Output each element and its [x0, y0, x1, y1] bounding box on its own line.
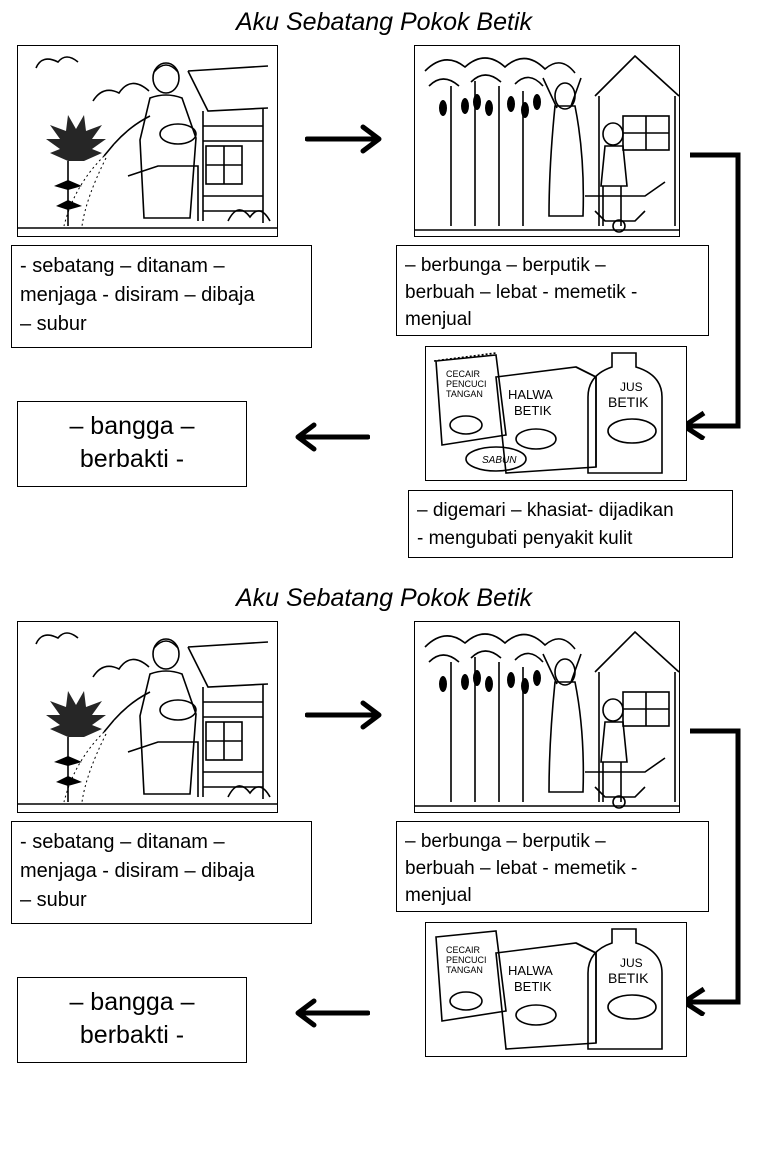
box-line: - sebatang – ditanam – [20, 831, 225, 853]
products-drawing: CECAIR PENCUCI TANGAN HALWA BETIK JUS BE… [435, 928, 663, 1050]
box-line: menjual [405, 885, 472, 906]
halwa-label-2: BETIK [514, 403, 552, 418]
products-drawing: CECAIR PENCUCI TANGAN HALWA BETIK JUS BE… [433, 352, 663, 474]
box-line: – bangga – [69, 412, 195, 440]
cleanser-label-2: PENCUCI [446, 379, 487, 389]
jus-label-2: BETIK [608, 394, 649, 410]
illustration-harvest [414, 621, 680, 813]
harvest-drawing [415, 54, 679, 233]
text-box-feelings: – bangga – berbakti - [17, 401, 247, 487]
box-line: berbuah – lebat - memetik - [405, 282, 638, 303]
text-box-harvest: – berbunga – berputik – berbuah – lebat … [396, 245, 709, 336]
worksheet-2: Aku Sebatang Pokok Betik [0, 576, 768, 1152]
arrow-right-icon [305, 124, 382, 154]
halwa-label-1: HALWA [508, 387, 553, 402]
illustration-products: CECAIR PENCUCI TANGAN HALWA BETIK JUS BE… [425, 346, 687, 481]
text-box-planting: - sebatang – ditanam – menjaga - disiram… [11, 245, 312, 348]
cleanser-label-1: CECAIR [446, 369, 481, 379]
box-line: berbuah – lebat - memetik - [405, 858, 638, 879]
harvest-drawing [415, 630, 679, 809]
illustration-planting [17, 621, 278, 813]
jus-label-1: JUS [620, 380, 643, 394]
box-line: - sebatang – ditanam – [20, 255, 225, 277]
text-box-products: – digemari – khasiat- dijadikan - mengub… [408, 490, 733, 558]
box-line: – berbunga – berputik – [405, 831, 606, 852]
cleanser-label-3: TANGAN [446, 389, 483, 399]
jus-label-1: JUS [620, 956, 643, 970]
arrow-left-icon [295, 422, 370, 452]
planting-drawing [18, 632, 277, 805]
box-line: berbakti - [79, 445, 185, 473]
planting-drawing [18, 56, 277, 229]
text-box-feelings: – bangga – berbakti - [17, 977, 247, 1063]
illustration-products: CECAIR PENCUCI TANGAN HALWA BETIK JUS BE… [425, 922, 687, 1057]
arrow-left-icon [295, 998, 370, 1028]
box-line: – subur [20, 889, 87, 911]
worksheet-1: Aku Sebatang Pokok Betik [11, 8, 741, 558]
worksheet-title: Aku Sebatang Pokok Betik [235, 584, 533, 612]
box-line: menjual [405, 309, 472, 330]
box-line: – bangga – [69, 988, 195, 1016]
box-line: menjaga - disiram – dibaja [20, 284, 255, 306]
illustration-harvest [414, 45, 680, 237]
jus-label-2: BETIK [608, 970, 649, 986]
box-line: – subur [20, 313, 87, 335]
text-box-planting: - sebatang – ditanam – menjaga - disiram… [11, 821, 312, 924]
cleanser-label-2: PENCUCI [446, 955, 487, 965]
box-line: menjaga - disiram – dibaja [20, 860, 255, 882]
box-line: – berbunga – berputik – [405, 255, 606, 276]
halwa-label-2: BETIK [514, 979, 552, 994]
text-box-harvest: – berbunga – berputik – berbuah – lebat … [396, 821, 709, 912]
cleanser-label-1: CECAIR [446, 945, 481, 955]
illustration-planting [17, 45, 278, 237]
box-line: - mengubati penyakit kulit [417, 528, 633, 549]
worksheet-title: Aku Sebatang Pokok Betik [235, 8, 533, 36]
halwa-label-1: HALWA [508, 963, 553, 978]
sabun-label: SABUN [482, 455, 517, 466]
cleanser-label-3: TANGAN [446, 965, 483, 975]
arrow-right-icon [305, 700, 382, 730]
box-line: – digemari – khasiat- dijadikan [417, 500, 674, 521]
